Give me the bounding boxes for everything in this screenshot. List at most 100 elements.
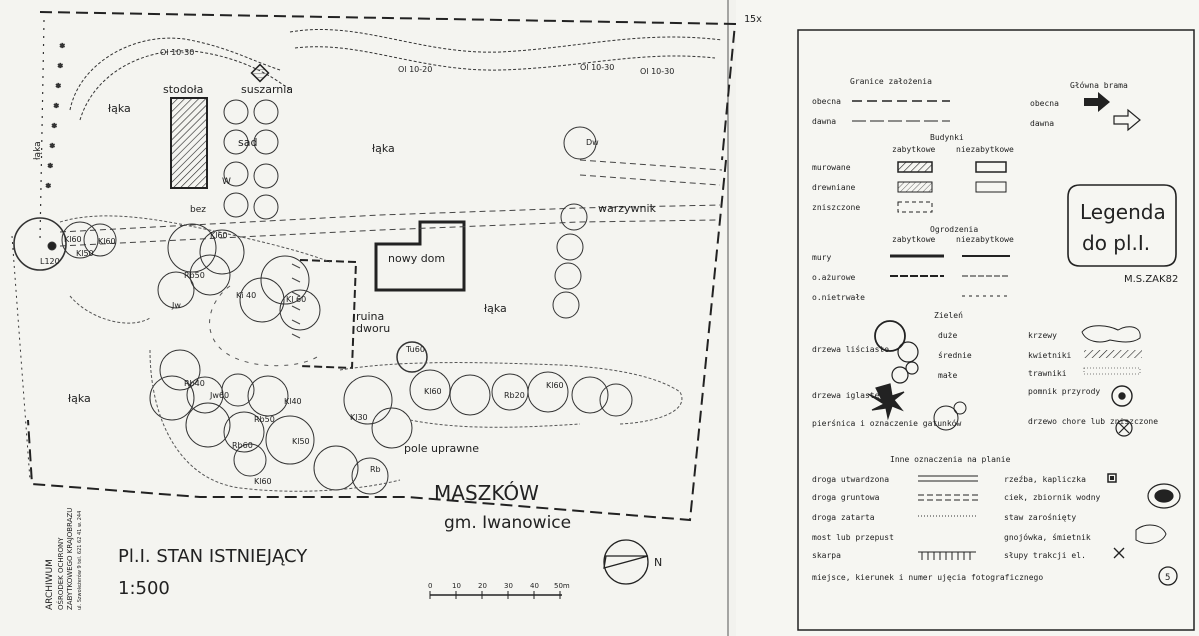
tree-tag: Rb60 bbox=[232, 441, 253, 450]
g-diseased: drzewo chore lub zniszczone bbox=[1028, 417, 1158, 426]
tree-tag: Tu60 bbox=[405, 345, 425, 354]
tree-tag: Kl60 bbox=[64, 235, 82, 244]
label-meadow-2: łąka bbox=[372, 142, 395, 155]
o-paved: droga utwardzona bbox=[812, 475, 889, 484]
label-field: pole uprawne bbox=[404, 442, 479, 455]
legend-page-number: 15x bbox=[744, 14, 762, 25]
tree-tag: Kl50 bbox=[292, 437, 310, 446]
tree-tag: Ol 10-30 bbox=[640, 67, 674, 76]
photo-number: 5 bbox=[1165, 573, 1170, 583]
o-erased: droga zatarta bbox=[812, 513, 875, 522]
tree-tag: Kl60 bbox=[546, 381, 564, 390]
tree-tag: Kl60 bbox=[254, 477, 272, 486]
tree-tag: Rb40 bbox=[184, 379, 205, 388]
tree-tag: Ki 40 bbox=[236, 291, 256, 300]
b-wooden: drewniane bbox=[812, 183, 856, 192]
estate-boundary bbox=[27, 11, 737, 522]
conifer-tree-symbol bbox=[867, 383, 905, 421]
label-lilac: bez bbox=[190, 205, 206, 215]
o-stream: ciek, zbiornik wodny bbox=[1004, 493, 1101, 502]
svg-text:20: 20 bbox=[478, 582, 487, 590]
lawn-symbol bbox=[1083, 367, 1141, 375]
meadow-curve bbox=[209, 285, 321, 367]
f-walls: mury bbox=[812, 253, 831, 262]
svg-text:*: * bbox=[50, 143, 55, 153]
gate-former: dawna bbox=[1030, 119, 1054, 128]
label-ruin-2: dworu bbox=[356, 322, 390, 335]
svg-text:*: * bbox=[52, 123, 57, 133]
scale-bar: 0 10 20 30 40 50m bbox=[428, 582, 570, 599]
legend-sheet: 15x Legenda do pl.I. M.S.ZAK82 Granice z… bbox=[736, 0, 1199, 636]
g-base: pierśnica i oznaczenie gatunków bbox=[812, 418, 961, 428]
g-medium: średnie bbox=[938, 350, 972, 360]
diseased-tree-symbol bbox=[1115, 419, 1133, 437]
f-temporary: o.nietrwałe bbox=[812, 293, 865, 302]
section-other: Inne oznaczenia na planie bbox=[890, 455, 1011, 464]
col-nonhistoric-2: niezabytkowe bbox=[956, 235, 1014, 244]
label-barn: stodoła bbox=[163, 83, 203, 96]
plan-place: MASZKÓW bbox=[434, 481, 539, 505]
g-monument: pomnik przyrody bbox=[1028, 387, 1100, 396]
orchard bbox=[223, 99, 279, 220]
label-ruin-1: ruina bbox=[356, 310, 384, 323]
vegetable-garden-trees bbox=[552, 126, 597, 319]
north-label: N bbox=[654, 556, 662, 569]
label-drying-house: suszarnia bbox=[241, 83, 293, 96]
label-meadow-5: łąka bbox=[33, 141, 43, 160]
svg-text:*: * bbox=[48, 163, 53, 173]
manor-ruin-scarp bbox=[291, 263, 301, 339]
photo-point-symbol: 5 bbox=[1158, 566, 1178, 586]
barn bbox=[170, 97, 208, 189]
legend-title-box: Legenda do pl.I. M.S.ZAK82 bbox=[1067, 184, 1178, 285]
tree-tag: Kl50 bbox=[76, 249, 94, 258]
gate-existing: obecna bbox=[1030, 99, 1059, 108]
plan-title: Pl.I. STAN ISTNIEJĄCY bbox=[118, 546, 308, 567]
g-lawns: trawniki bbox=[1028, 369, 1067, 378]
tree-tag: Kl60 bbox=[98, 237, 116, 246]
o-photo: miejsce, kierunek i numer ujęcia fotogra… bbox=[812, 573, 1043, 582]
svg-text:50m: 50m bbox=[554, 582, 570, 590]
g-conifer: drzewa iglaste bbox=[812, 391, 880, 400]
svg-text:ul. Szwoleżerów 9 tel. 621 62: ul. Szwoleżerów 9 tel. 621 62 41 w. 244 bbox=[76, 511, 83, 610]
o-scarp: skarpa bbox=[812, 551, 841, 560]
section-fences: Ogrodzenia bbox=[930, 225, 978, 234]
section-green: Zieleń bbox=[934, 311, 963, 320]
svg-text:OŚRODEK OCHRONY: OŚRODEK OCHRONY bbox=[56, 537, 65, 610]
o-pond: staw zarośnięty bbox=[1004, 512, 1076, 522]
legend-frame bbox=[797, 29, 1195, 631]
dump-symbol bbox=[1135, 524, 1167, 544]
svg-text:ZABYTKOWEGO KRAJOBRAZU: ZABYTKOWEGO KRAJOBRAZU bbox=[66, 508, 74, 610]
gate-arrow-existing bbox=[1084, 92, 1110, 112]
o-dump: gnojówka, śmietnik bbox=[1004, 532, 1091, 542]
trunk-size-symbol bbox=[933, 401, 967, 431]
label-meadow-1: łąka bbox=[108, 102, 131, 115]
plan-scale: 1:500 bbox=[118, 578, 170, 599]
svg-text:*: * bbox=[46, 183, 51, 193]
sculpture-symbol bbox=[1107, 473, 1117, 483]
svg-text:30: 30 bbox=[504, 582, 513, 590]
label-new-house: nowy dom bbox=[388, 252, 445, 265]
svg-text:*: * bbox=[58, 63, 63, 73]
o-poles: słupy trakcji el. bbox=[1004, 551, 1086, 560]
label-orchard: sad bbox=[238, 136, 257, 149]
flowerbed-symbol bbox=[1084, 350, 1142, 358]
col-historic-1: zabytkowe bbox=[892, 145, 936, 154]
pond-symbol bbox=[1147, 483, 1181, 509]
o-sculpture: rzeźba, kapliczka bbox=[1004, 475, 1086, 484]
f-openwork: o.ażurowe bbox=[812, 273, 856, 282]
col-nonhistoric-1: niezabytkowe bbox=[956, 145, 1014, 154]
col-historic-2: zabytkowe bbox=[892, 235, 936, 244]
archive-stamp: ARCHIWUM OŚRODEK OCHRONY ZABYTKOWEGO KRA… bbox=[45, 508, 83, 610]
tree-tag: Jw bbox=[171, 301, 181, 310]
tree-tag: Rb50 bbox=[184, 271, 205, 280]
tree-tag: Dw bbox=[586, 138, 599, 147]
park-tree-clusters bbox=[13, 217, 633, 495]
new-house bbox=[374, 220, 466, 292]
o-dirt: droga gruntowa bbox=[812, 493, 880, 502]
scarp-symbol bbox=[918, 551, 976, 560]
shrub-symbol bbox=[1081, 325, 1141, 343]
svg-text:ARCHIWUM: ARCHIWUM bbox=[45, 559, 55, 610]
label-meadow-3: łąka bbox=[484, 302, 507, 315]
boundary-existing: obecna bbox=[812, 97, 841, 106]
